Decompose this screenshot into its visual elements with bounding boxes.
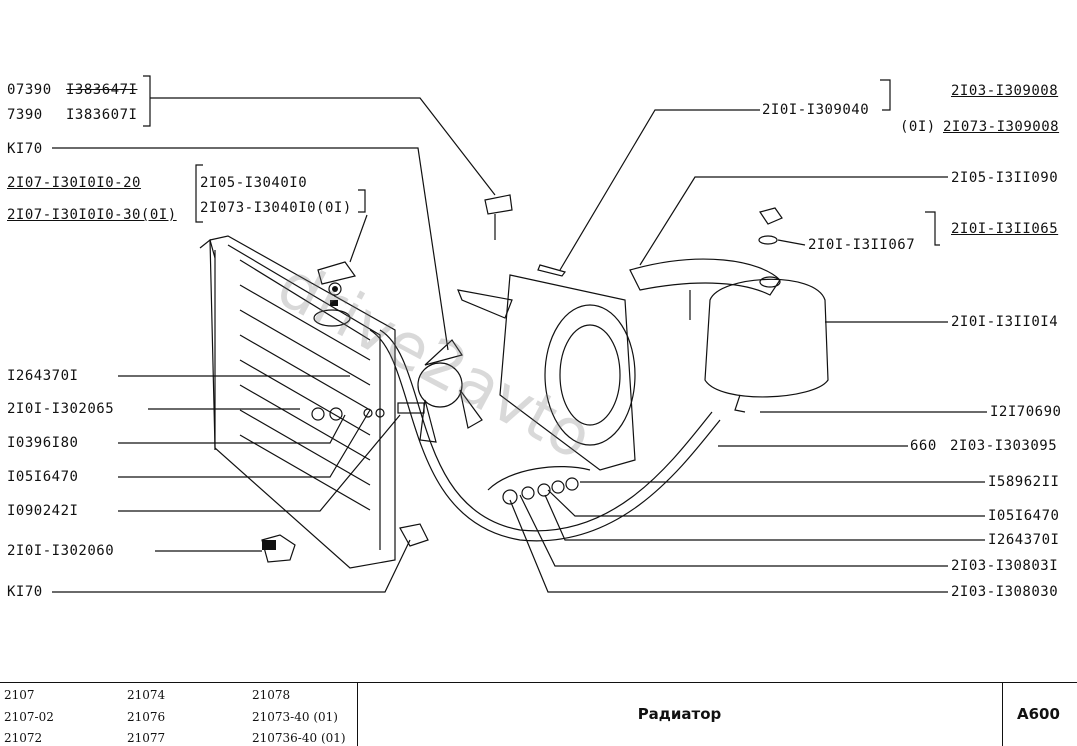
part-label-k170-bottom: KI70 [7, 584, 43, 600]
part-label-07390: 07390 [7, 82, 52, 98]
footer: 2107 21074 21078 2107-02 21076 21073-40 … [0, 682, 1077, 746]
part-label-2107-1301010-30: 2I07-I30I0I0-30(0I) [7, 207, 177, 223]
part-label-1383607: I383607I [66, 107, 138, 123]
part-label-2103-1309008: 2I03-I309008 [951, 83, 1059, 99]
section-code: A600 [1017, 705, 1060, 723]
model-21074: 21074 [127, 688, 166, 702]
part-label-k170-top: KI70 [7, 141, 43, 157]
part-label-2103-1303095: 2I03-I303095 [950, 438, 1058, 454]
model-21078: 21078 [252, 688, 291, 702]
part-label-660: 660 [910, 438, 937, 454]
part-label-1217069: I2I70690 [990, 404, 1062, 420]
part-label-1090242: I090242I [7, 503, 79, 519]
part-label-1039618: I0396I80 [7, 435, 79, 451]
part-label-2103-1308030: 2I03-I308030 [951, 584, 1059, 600]
model-2107-02: 2107-02 [4, 710, 54, 724]
model-21073-40: 21073-40 (01) [252, 710, 338, 724]
part-label-2105-1311090: 2I05-I3II090 [951, 170, 1059, 186]
part-label-2101-1311014: 2I0I-I3II0I4 [951, 314, 1059, 330]
model-21072: 21072 [4, 731, 43, 745]
model-21077: 21077 [127, 731, 166, 745]
part-label-2101-1309040: 2I0I-I309040 [762, 102, 870, 118]
part-label-2101-1311065: 2I0I-I3II065 [951, 221, 1059, 237]
bracket-mid [195, 164, 366, 223]
part-label-2101-1311067: 2I0I-I3II067 [808, 237, 916, 253]
section-code-box: A600 [1002, 683, 1077, 746]
part-label-2101-1302065: 2I0I-I302065 [7, 401, 115, 417]
part-label-21073-1309008: 2I073-I309008 [943, 119, 1060, 135]
model-list: 2107 21074 21078 2107-02 21076 21073-40 … [0, 683, 358, 746]
radiator-diagram [52, 79, 987, 593]
part-label-1051647-left: I05I6470 [7, 469, 79, 485]
part-label-1051647-right: I05I6470 [988, 508, 1060, 524]
part-label-2105-1304010: 2I05-I3040I0 [200, 175, 308, 191]
part-label-2101-1302060: 2I0I-I302060 [7, 543, 115, 559]
part-label-1264370-right: I264370I [988, 532, 1060, 548]
model-21076: 21076 [127, 710, 166, 724]
page-title: Радиатор [637, 705, 722, 723]
part-label-1264370: I264370I [7, 368, 79, 384]
part-label-2103-1308031: 2I03-I30803I [951, 558, 1059, 574]
model-210736-40: 210736-40 (01) [252, 731, 346, 745]
part-label-2107-1301010-20: 2I07-I30I0I0-20 [7, 175, 141, 191]
part-label-1383647: I383647I [66, 82, 138, 98]
model-2107: 2107 [4, 688, 35, 702]
part-label-1589621: I58962II [988, 474, 1060, 490]
part-label-01: (0I) [900, 119, 936, 135]
part-label-7390: 7390 [7, 107, 43, 123]
bracket-left-top [143, 75, 151, 127]
part-label-21073-1304010: 2I073-I3040I0(0I) [200, 200, 352, 216]
